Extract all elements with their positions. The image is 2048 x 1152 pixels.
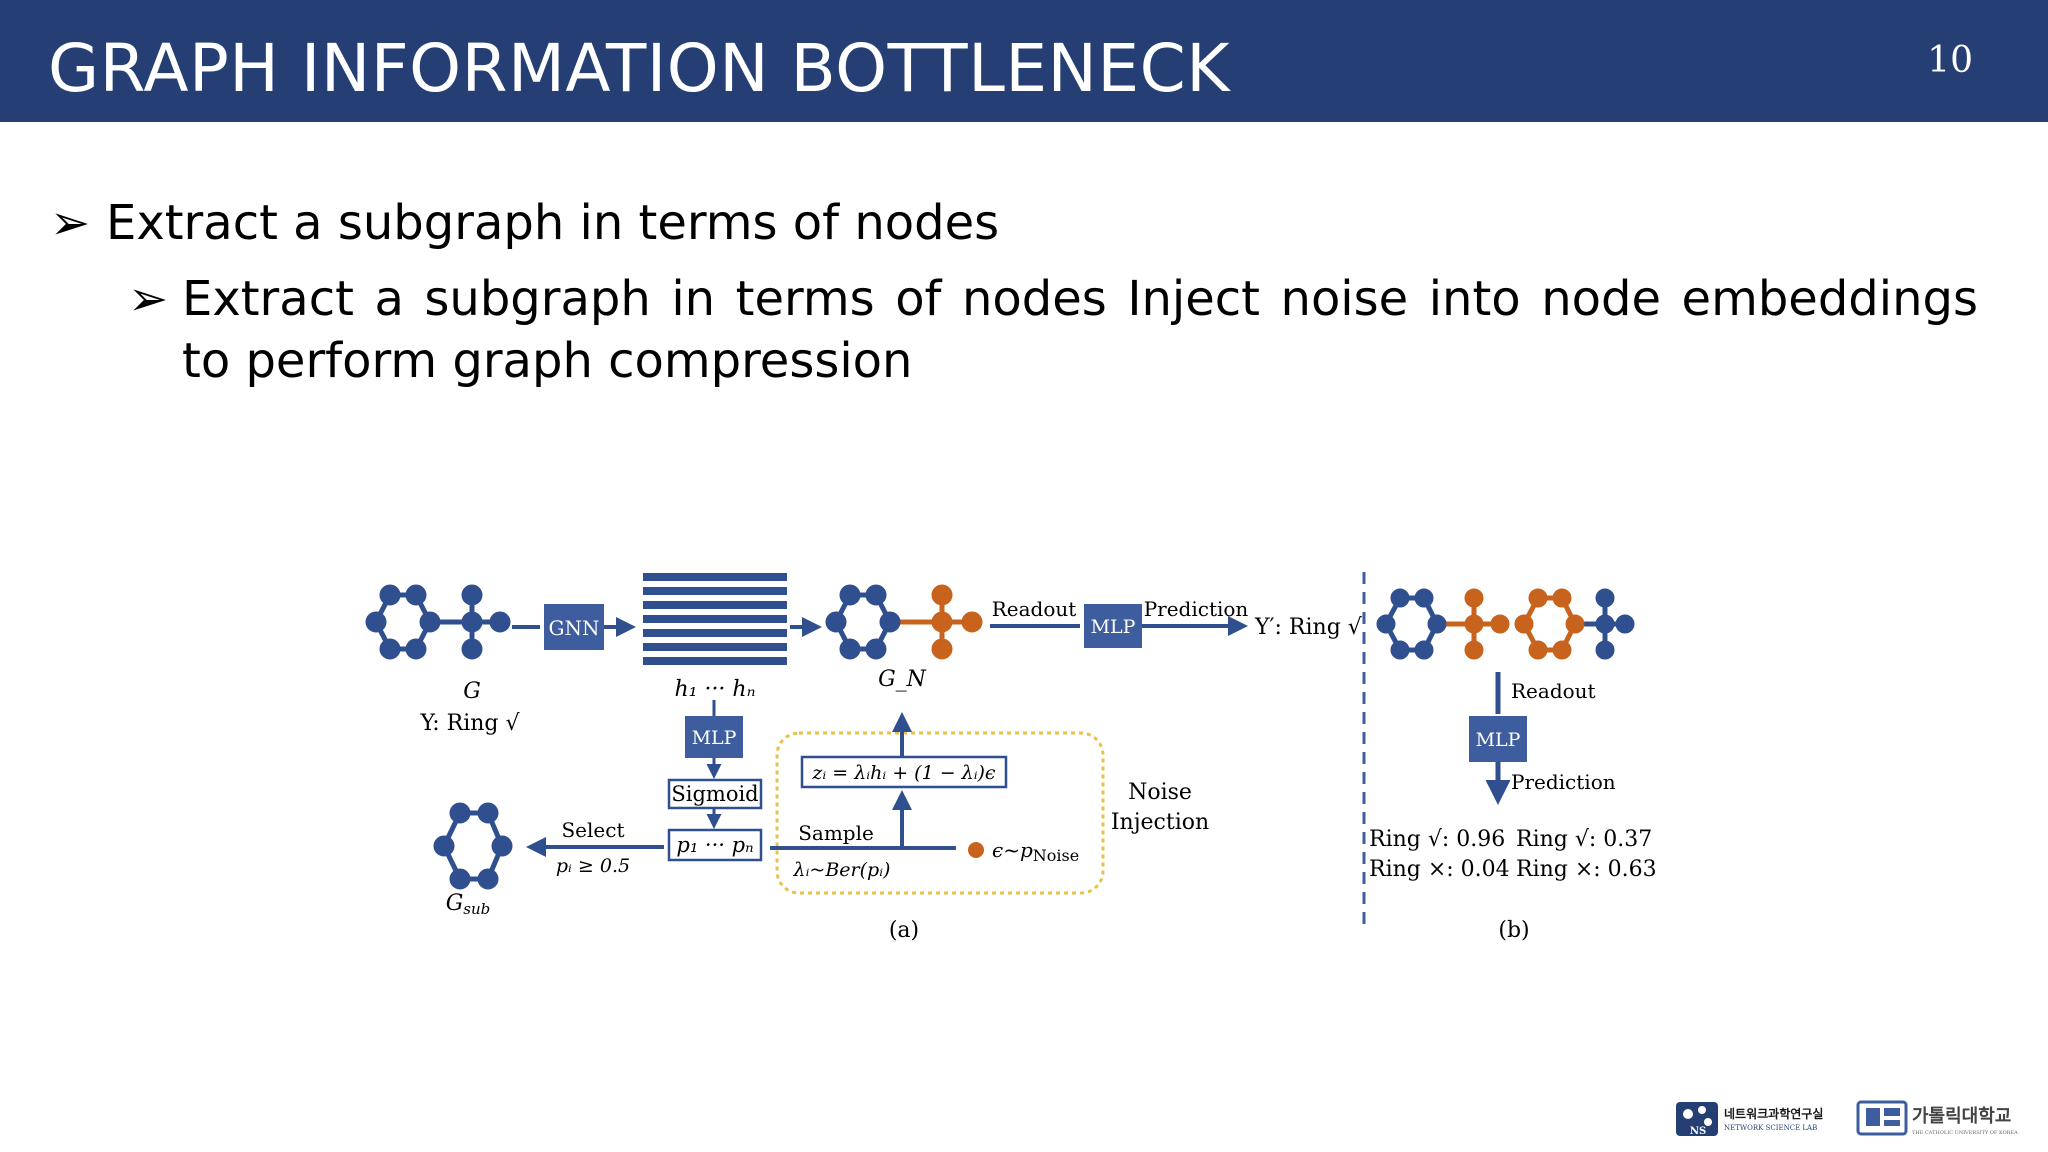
noise-injection-label-2: Injection — [1111, 810, 1209, 835]
slide-title: GRAPH INFORMATION BOTTLENECK — [48, 30, 1230, 107]
catholic-university-logo: 가톨릭대학교 THE CATHOLIC UNIVERSITY OF KOREA — [1856, 1100, 2018, 1136]
caption-a: (a) — [889, 918, 919, 943]
gsub-subscript: sub — [463, 900, 490, 918]
graph-g-label: G — [463, 679, 481, 704]
noise-dist-label: ϵ~pNoise — [992, 838, 1079, 865]
lab-name-ko: 네트워크과학연구실 — [1724, 1106, 1823, 1121]
graph-gsub-label: Gsub — [446, 891, 491, 918]
mlp-left-label: MLP — [692, 727, 737, 749]
lambda-ber-label: λᵢ~Ber(pᵢ) — [793, 859, 891, 881]
noise-injection-box — [775, 731, 1105, 895]
noise-dist-main: ϵ~p — [992, 838, 1033, 862]
graph-gn-icon — [825, 584, 983, 660]
bullet-level-2: ➢ Extract a subgraph in terms of nodes I… — [128, 268, 1978, 392]
univ-name-ko: 가톨릭대학교 — [1912, 1105, 2011, 1127]
network-science-lab-logo: NS 네트워크과학연구실 NETWORK SCIENCE LAB — [1676, 1102, 1823, 1137]
readout-label: Readout — [992, 597, 1077, 621]
noise-dist-sub: Noise — [1033, 846, 1079, 865]
gnn-label: GNN — [549, 616, 600, 640]
graph-gsub-icon — [433, 802, 513, 890]
mlp-top-label: MLP — [1091, 616, 1136, 638]
select-condition-label: pᵢ ≥ 0.5 — [556, 855, 630, 877]
gsub-g: G — [446, 891, 464, 916]
select-label: Select — [561, 818, 624, 842]
noise-injection-label-1: Noise — [1128, 780, 1192, 805]
bullet-level-1: ➢ Extract a subgraph in terms of nodes — [50, 195, 999, 251]
bullet-arrow-icon: ➢ — [128, 271, 169, 327]
ring-yes-1: Ring √: 0.96 — [1369, 827, 1505, 852]
panel-b-graph-1 — [1376, 588, 1510, 660]
ring-no-2: Ring ×: 0.63 — [1516, 857, 1657, 882]
graph-gn-text: G_N — [878, 667, 927, 692]
footer-logos: NS 네트워크과학연구실 NETWORK SCIENCE LAB 가톨릭대학교 … — [1676, 1100, 2018, 1137]
graph-gn-label: G_N — [878, 667, 927, 692]
svg-text:NS: NS — [1690, 1126, 1706, 1137]
ring-no-1: Ring ×: 0.04 — [1369, 857, 1510, 882]
panel-b-graph-2 — [1514, 588, 1635, 660]
p-vector-label: p₁ ··· pₙ — [676, 833, 753, 857]
mlp-box-top — [1084, 604, 1142, 648]
sigmoid-label: Sigmoid — [671, 782, 758, 806]
b-prediction-label: Prediction — [1511, 770, 1616, 794]
p-vector-box — [667, 828, 763, 862]
univ-name-en: THE CATHOLIC UNIVERSITY OF KOREA — [1912, 1130, 2018, 1136]
formula-label: zᵢ = λᵢhᵢ + (1 − λᵢ)ϵ — [811, 762, 996, 784]
h-vector-label: h₁ ··· hₙ — [674, 677, 755, 702]
prediction-label: Prediction — [1144, 597, 1249, 621]
bullet-2-text: Extract a subgraph in terms of nodes Inj… — [182, 271, 1978, 389]
bullet-1-text: Extract a subgraph in terms of nodes — [106, 195, 1000, 251]
mlp-box-b — [1469, 716, 1527, 762]
ring-yes-2: Ring √: 0.37 — [1516, 827, 1652, 852]
graph-g-icon — [365, 584, 511, 660]
y-prime-label: Y′: Ring √ — [1254, 615, 1363, 640]
b-readout-label: Readout — [1511, 679, 1596, 703]
caption-b: (b) — [1498, 918, 1529, 943]
lab-name-en: NETWORK SCIENCE LAB — [1724, 1124, 1817, 1132]
mlp-b-label: MLP — [1476, 729, 1521, 751]
noise-node-icon — [968, 842, 984, 858]
mlp-box-left — [685, 716, 743, 758]
page-number: 10 — [1927, 40, 1973, 81]
gnn-box — [544, 604, 604, 650]
bullet-arrow-icon: ➢ — [50, 195, 91, 251]
header-bar: GRAPH INFORMATION BOTTLENECK 10 — [0, 0, 2048, 122]
sample-label: Sample — [798, 821, 874, 845]
y-ring-label: Y: Ring √ — [419, 711, 520, 736]
embedding-stack — [643, 573, 787, 665]
